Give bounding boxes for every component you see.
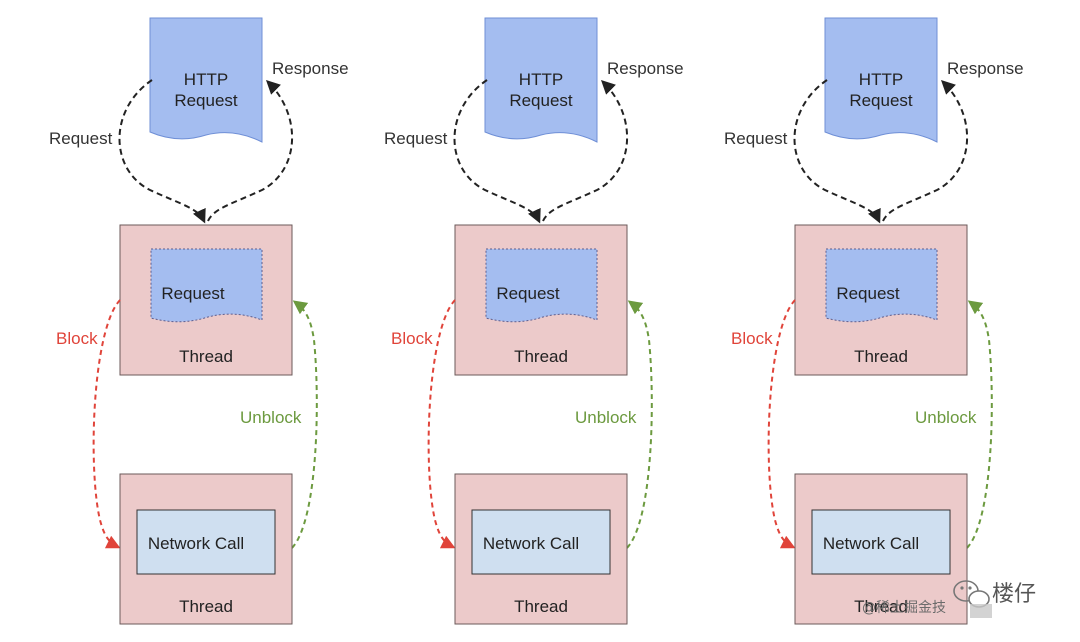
- network-call-label: Network Call: [823, 534, 919, 553]
- network-call-box: [471, 509, 611, 575]
- block-arrow: [427, 299, 456, 549]
- request-arrow-label: Request: [384, 129, 448, 148]
- block-arrow: [767, 299, 796, 549]
- watermark-badge: [970, 604, 992, 618]
- network-call-label: Network Call: [148, 534, 244, 553]
- watermark: 楼仔 @稀土掘金技: [862, 580, 1036, 618]
- http-request-label-line1: HTTP: [519, 70, 563, 89]
- watermark-text: 楼仔: [992, 582, 1036, 607]
- block-label: Block: [391, 329, 433, 348]
- inner-request-document: [485, 248, 598, 323]
- request-arrow: [453, 79, 541, 224]
- network-call-label: Network Call: [483, 534, 579, 553]
- http-request-document: [149, 17, 263, 143]
- http-request-label-line2: Request: [174, 91, 238, 110]
- request-arrow-label: Request: [49, 129, 113, 148]
- panel-3: HTTP Request Request Response Request Th…: [724, 17, 1024, 625]
- watermark-subtext: @稀土掘金技: [862, 600, 946, 616]
- thread-top-label: Thread: [179, 347, 233, 366]
- http-request-label-line1: HTTP: [859, 70, 903, 89]
- http-request-document: [824, 17, 938, 143]
- network-call-box: [136, 509, 276, 575]
- unblock-arrow: [966, 300, 993, 549]
- panel-2: HTTP Request Request Response Request Th…: [384, 17, 684, 625]
- response-arrow-label: Response: [272, 59, 349, 78]
- http-request-label-line2: Request: [849, 91, 913, 110]
- block-label: Block: [731, 329, 773, 348]
- response-arrow: [542, 80, 629, 222]
- block-arrow: [92, 299, 121, 549]
- thread-top-label: Thread: [514, 347, 568, 366]
- thread-bottom-label: Thread: [179, 597, 233, 616]
- unblock-label: Unblock: [240, 408, 302, 427]
- inner-request-document: [150, 248, 263, 323]
- thread-bottom-label: Thread: [854, 597, 908, 616]
- unblock-label: Unblock: [575, 408, 637, 427]
- request-arrow: [793, 79, 881, 224]
- http-request-label-line1: HTTP: [184, 70, 228, 89]
- inner-request-label: Request: [161, 284, 225, 303]
- unblock-arrow: [291, 300, 318, 549]
- thread-top-label: Thread: [854, 347, 908, 366]
- response-arrow: [207, 80, 294, 222]
- request-arrow: [118, 79, 206, 224]
- unblock-arrow: [626, 300, 653, 549]
- inner-request-document: [825, 248, 938, 323]
- thread-bottom-label: Thread: [514, 597, 568, 616]
- unblock-label: Unblock: [915, 408, 977, 427]
- panel-1: HTTP Request Request Response Request Th…: [49, 17, 349, 625]
- response-arrow-label: Response: [947, 59, 1024, 78]
- http-request-label-line2: Request: [509, 91, 573, 110]
- inner-request-label: Request: [496, 284, 560, 303]
- inner-request-label: Request: [836, 284, 900, 303]
- block-label: Block: [56, 329, 98, 348]
- panels-layer: HTTP Request Request Response Request Th…: [49, 17, 1024, 625]
- response-arrow-label: Response: [607, 59, 684, 78]
- response-arrow: [882, 80, 969, 222]
- http-request-document: [484, 17, 598, 143]
- network-call-box: [811, 509, 951, 575]
- request-arrow-label: Request: [724, 129, 788, 148]
